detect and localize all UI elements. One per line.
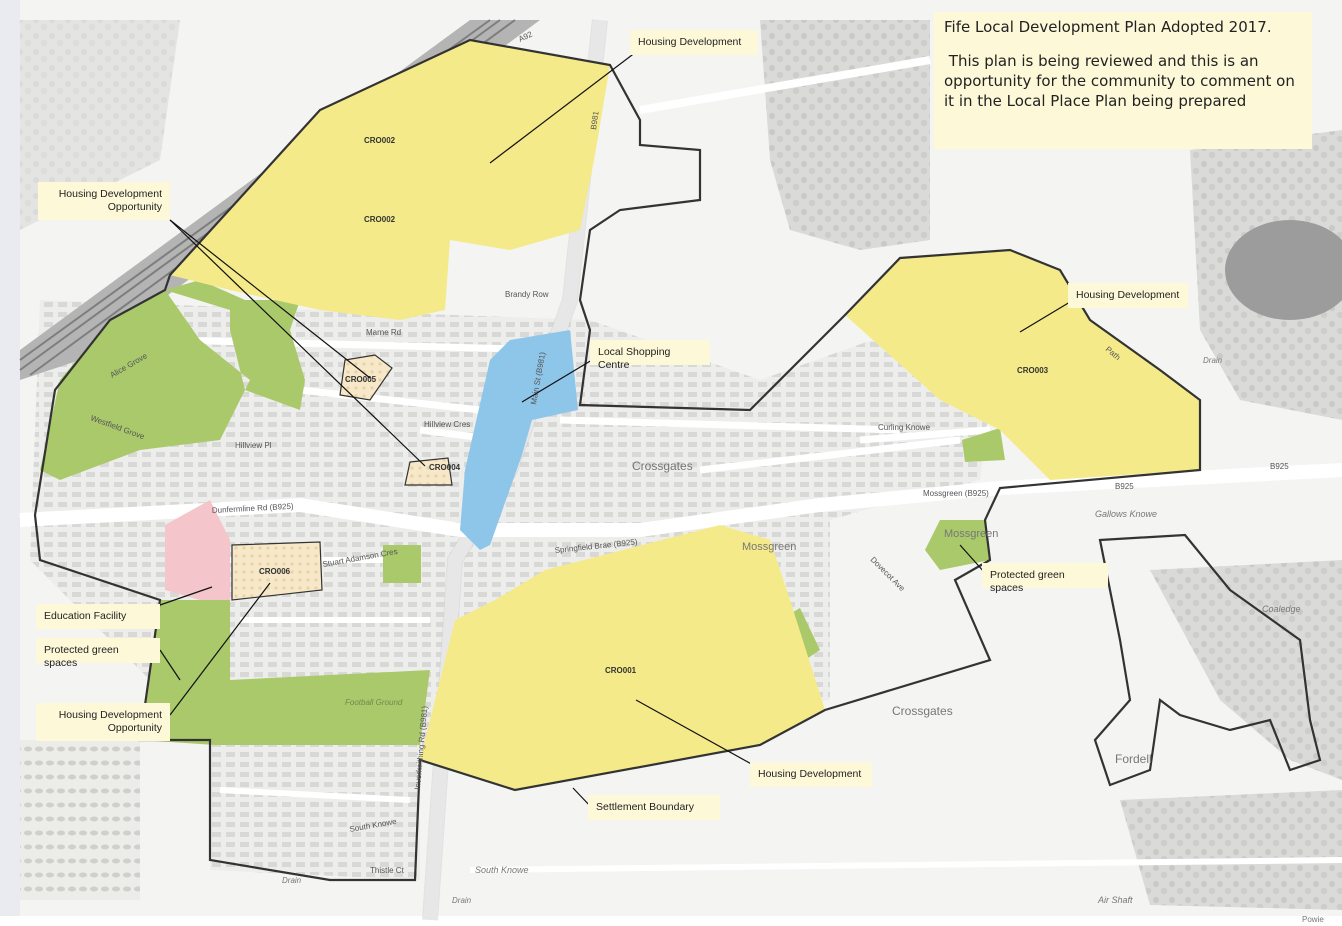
callout-line-1: Housing Development <box>58 188 162 200</box>
place-fordell: Fordell <box>1115 752 1152 766</box>
site-cro002[interactable] <box>170 40 610 320</box>
road-label-hillview-cres: Hillview Cres <box>424 420 470 429</box>
plan-info-heading: Fife Local Development Plan Adopted 2017… <box>944 18 1272 36</box>
orchard-south-west <box>20 740 140 900</box>
green-space-east-2 <box>962 428 1005 462</box>
road-label-hillview-pl: Hillview Pl <box>235 441 272 450</box>
callout-housing-opportunity-north-west: Housing Development Opportunity <box>38 182 170 220</box>
callout-housing-development-north: Housing Development <box>630 30 758 55</box>
callout-protected-green-west: Protected green spaces <box>36 638 160 669</box>
road-east-path <box>639 56 931 114</box>
site-code-cro001: CRO001 <box>605 666 637 675</box>
place-powie: Powie <box>1302 915 1324 924</box>
green-space-west <box>40 280 305 480</box>
plan-info-note: Fife Local Development Plan Adopted 2017… <box>934 12 1312 149</box>
education-facility[interactable] <box>165 500 230 600</box>
place-coaledge: Coaledge <box>1262 604 1301 614</box>
pond <box>1225 220 1342 320</box>
road-label-drain-2: Drain <box>452 896 472 905</box>
road-label-dunfermline-rd: Dunfermline Rd (B925) <box>212 502 295 515</box>
football-ground-label: Football Ground <box>345 698 403 707</box>
road-label-b981: B981 <box>589 110 601 130</box>
road-minor-2 <box>219 557 1342 873</box>
fordell-boundary <box>1093 533 1322 787</box>
local-shopping-centre[interactable] <box>460 330 578 550</box>
site-code-cro005: CRO005 <box>345 375 377 384</box>
road-label-marne-rd: Marne Rd <box>366 328 401 337</box>
place-air-shaft: Air Shaft <box>1097 895 1133 905</box>
green-space-south-west <box>140 600 430 745</box>
road-label-mossgreen-b925: Mossgreen (B925) <box>923 489 989 498</box>
callout-education-facility: Education Facility <box>36 604 160 629</box>
map-frame-bottom <box>0 916 1342 926</box>
woodland-far-east <box>1150 560 1342 780</box>
plan-info-body: This plan is being reviewed and this is … <box>944 52 1300 110</box>
callout-line-2: Opportunity <box>107 722 162 734</box>
settlement-boundary[interactable] <box>33 38 1202 882</box>
callout-housing-development-north-east: Housing Development <box>1068 283 1188 308</box>
woodland-north-east <box>760 20 930 250</box>
site-code-cro004: CRO004 <box>429 463 461 472</box>
place-south-knowe: South Knowe <box>475 865 529 875</box>
site-cro001[interactable] <box>420 525 825 790</box>
site-code-cro006: CRO006 <box>259 567 291 576</box>
road-label-drain-1: Drain <box>282 876 302 885</box>
callout-line-1: Housing Development <box>58 709 162 721</box>
road-label-curling-knowe: Curling Knowe <box>878 423 931 432</box>
place-crossgates-se: Crossgates <box>892 704 953 718</box>
place-gallows-knowe: Gallows Knowe <box>1095 509 1157 519</box>
callout-housing-development-south: Housing Development <box>750 762 872 787</box>
place-mossgreen-2: Mossgreen <box>944 528 998 540</box>
callout-settlement-boundary: Settlement Boundary <box>588 795 720 820</box>
leader-lines <box>159 51 1071 809</box>
site-code-cro002-b: CRO002 <box>364 215 396 224</box>
site-cro003[interactable] <box>845 250 1200 480</box>
road-label-brandy-row: Brandy Row <box>505 290 549 299</box>
green-space-square <box>383 545 421 583</box>
woodland-north-west <box>20 20 180 230</box>
road-label-b925-e: B925 <box>1270 462 1289 471</box>
place-mossgreen-1: Mossgreen <box>742 541 796 553</box>
road-minor-1 <box>169 336 991 474</box>
callout-local-shopping-centre: Local Shopping Centre <box>590 340 710 371</box>
callout-housing-opportunity-south-west: Housing Development Opportunity <box>36 703 170 741</box>
site-code-cro003: CRO003 <box>1017 366 1049 375</box>
woodland-south-east <box>1120 790 1342 910</box>
green-space-east <box>925 520 990 570</box>
site-cro005[interactable] <box>339 354 393 401</box>
callout-protected-green-east: Protected green spaces <box>982 563 1108 594</box>
road-label-thistle-ct: Thistle Ct <box>370 866 405 875</box>
site-cro006[interactable] <box>231 541 323 601</box>
site-cro004[interactable] <box>404 457 453 486</box>
road-label-b925-mid: B925 <box>1115 482 1134 491</box>
road-label-drain-3: Drain <box>1203 356 1223 365</box>
map-frame-left <box>0 0 20 926</box>
callout-line-2: Opportunity <box>107 201 162 213</box>
place-crossgates: Crossgates <box>632 459 693 473</box>
site-code-cro002-a: CRO002 <box>364 136 396 145</box>
